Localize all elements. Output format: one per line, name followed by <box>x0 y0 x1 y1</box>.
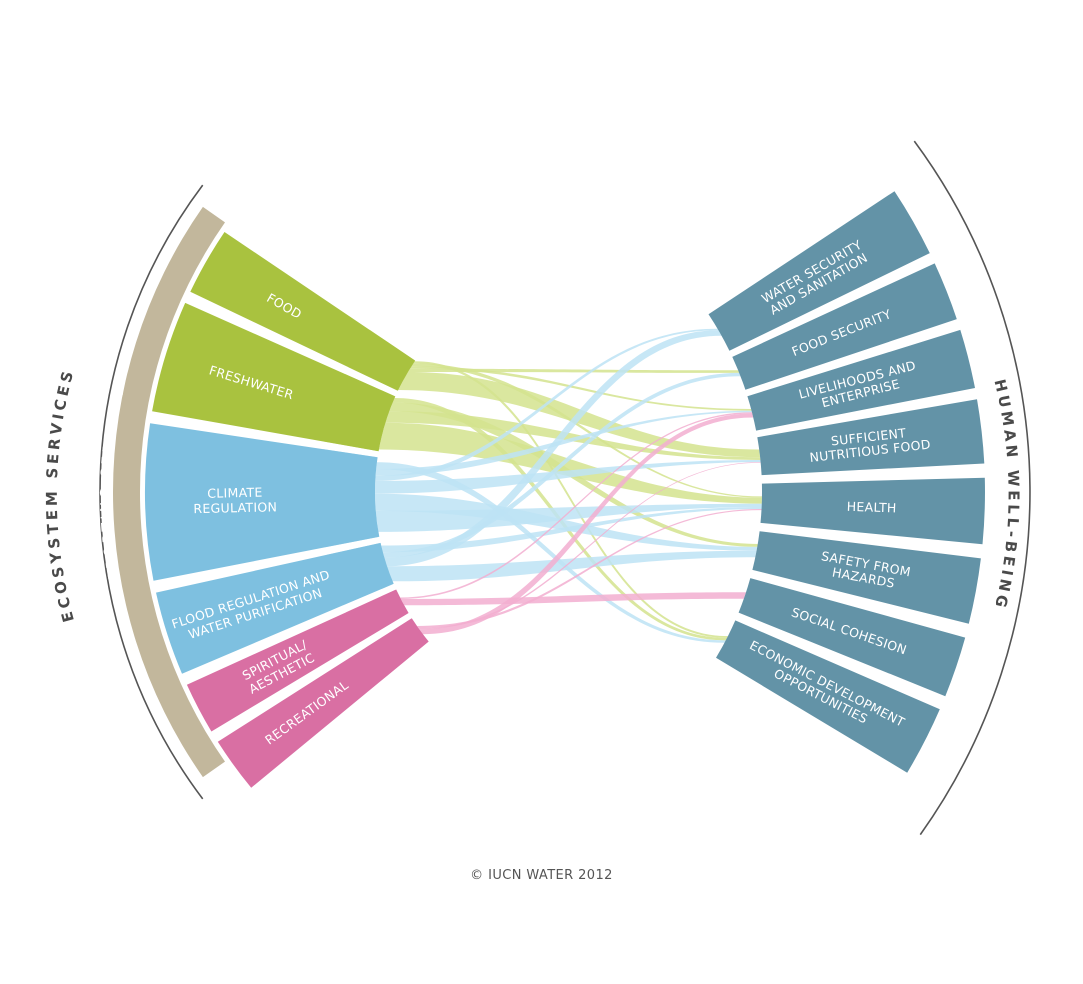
label-line: HEALTH <box>846 499 896 516</box>
flow-climate-regulation-to-economic-development <box>376 462 726 643</box>
ecosystem-services-arc <box>99 184 204 800</box>
flow-flood-regulation-to-safety-hazards <box>387 550 757 582</box>
flow-recreational-to-livelihoods <box>419 413 754 635</box>
ecosystem-services-title-text: ECOSYSTEM SERVICES <box>43 366 74 624</box>
segment-water-security <box>708 191 930 351</box>
label-line: REGULATION <box>193 499 277 516</box>
segment-livelihoods <box>747 329 975 431</box>
copyright-notice: © IUCN WATER 2012 <box>470 868 613 883</box>
segment-social-cohesion <box>738 578 966 697</box>
segment-nutritious-food <box>757 399 985 476</box>
flow-climate-regulation-to-livelihoods <box>375 410 752 476</box>
label-health: HEALTH <box>846 499 896 516</box>
flow-climate-regulation-to-nutritious-food <box>374 460 761 494</box>
flow-freshwater-to-health <box>378 422 762 504</box>
flow-climate-regulation-to-water-security <box>375 328 719 481</box>
flow-recreational-to-health <box>417 509 762 628</box>
segment-safety-hazards <box>752 531 981 624</box>
segment-climate-regulation <box>144 423 380 581</box>
label-climate-regulation: CLIMATEREGULATION <box>193 484 277 516</box>
human-well-being-title-text: HUMAN WELL-BEING <box>990 377 1019 612</box>
flow-spiritual-aesthetic-to-social-cohesion <box>400 592 746 606</box>
segment-food-security <box>732 263 957 390</box>
human-well-being-title: HUMAN WELL-BEING <box>990 377 1022 612</box>
flow-flood-regulation-to-health <box>381 507 762 553</box>
flow-recreational-to-nutritious-food <box>418 462 761 630</box>
flow-food-to-economic-development <box>413 361 728 638</box>
segment-spiritual-aesthetic <box>186 589 409 732</box>
segment-economic-development <box>716 620 940 773</box>
flow-flood-regulation-to-food-security <box>382 372 741 558</box>
supporting-services-band <box>112 206 225 778</box>
flow-food-to-health <box>411 363 762 498</box>
label-line: CLIMATE <box>207 485 263 501</box>
flow-food-to-livelihoods <box>409 366 752 411</box>
flow-flood-regulation-to-water-security <box>384 330 722 567</box>
flow-spiritual-aesthetic-to-livelihoods <box>400 412 753 599</box>
ecosystem-services-title: ECOSYSTEM SERVICES <box>43 366 78 624</box>
segment-freshwater <box>152 302 396 452</box>
flow-climate-regulation-to-safety-hazards <box>375 493 758 551</box>
segment-recreational <box>217 618 429 788</box>
segment-health <box>760 477 985 545</box>
well-being-arc <box>913 140 1031 836</box>
segment-flood-regulation <box>156 542 394 674</box>
segment-food <box>190 232 416 391</box>
